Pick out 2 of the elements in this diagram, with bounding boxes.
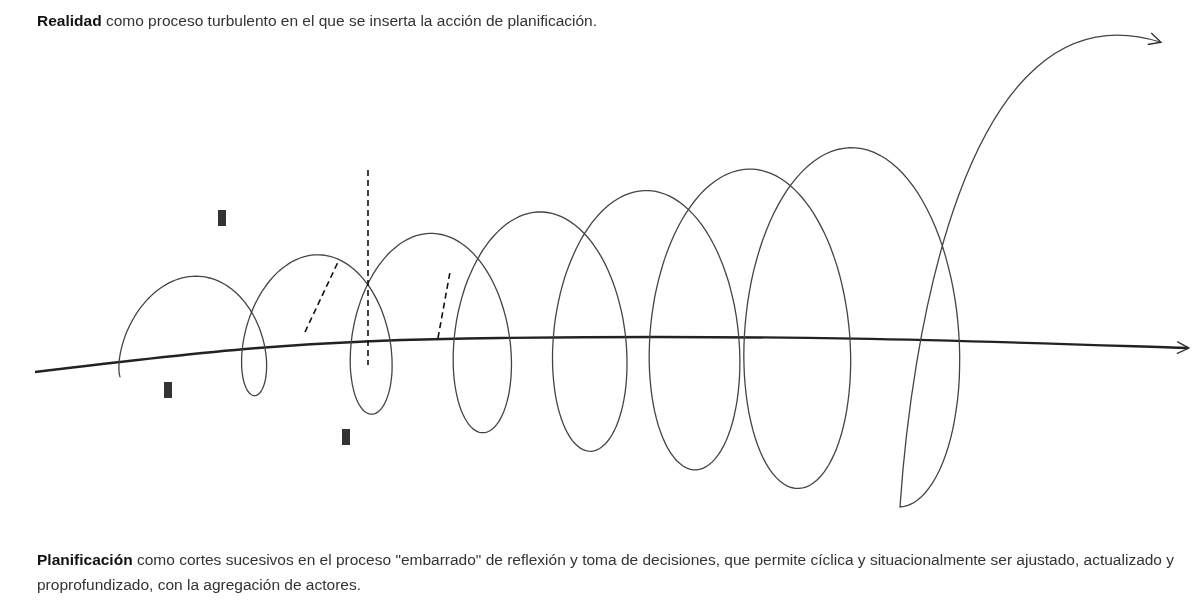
caption-text: Planificación como cortes sucesivos en el proceso "embarrado" de reflexión y toma de decisiones, que permite cíclica y situacionalmente ser ajustado, actualizado y proprofundizado, con la agregación de actores. bbox=[37, 550, 1176, 595]
caption-text: Realidad como proceso turbulento en el que se inserta la acción de planificación. bbox=[37, 11, 599, 31]
